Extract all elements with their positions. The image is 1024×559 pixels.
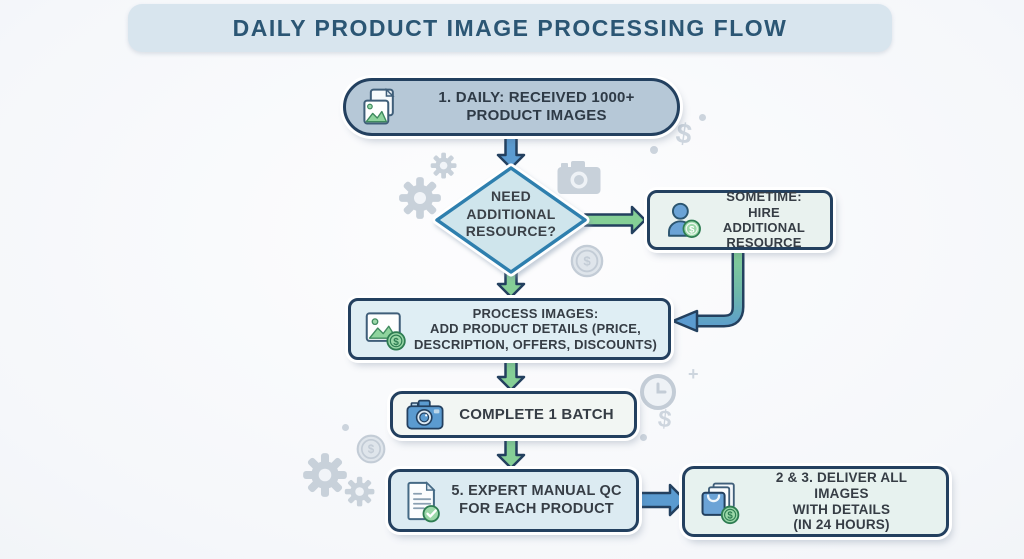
svg-text:$: $ [727, 510, 733, 521]
node-expert-qc: 5. EXPERT MANUAL QC FOR EACH PRODUCT [388, 469, 639, 532]
arrow-process-to-batch [496, 358, 526, 392]
arrow-batch-to-qc [496, 436, 526, 470]
node-text-line: (IN 24 HOURS) [793, 517, 890, 533]
person-dollar-icon: $ [662, 199, 704, 241]
clock-decoration-icon [638, 372, 678, 417]
arrow-decision-to-process [496, 266, 526, 299]
node-text-line: WITH DETAILS [792, 501, 891, 517]
svg-text:$: $ [393, 337, 399, 348]
node-text-line: 1. DAILY: RECEIVED 1000+ [438, 89, 635, 107]
connector-hire-to-process-fill [697, 250, 742, 325]
node-process-images: $ PROCESS IMAGES: ADD PRODUCT DETAILS (P… [348, 298, 671, 360]
dot-decoration [342, 424, 349, 431]
node-complete-batch: COMPLETE 1 BATCH [390, 391, 637, 438]
node-text-line: ADDITIONAL [466, 205, 556, 222]
title-bar: DAILY PRODUCT IMAGE PROCESSING FLOW [128, 4, 892, 52]
document-check-icon [403, 479, 443, 523]
arrow-decision-to-hire [583, 205, 647, 235]
node-text-line: 2 & 3. DELIVER ALL IMAGES [775, 469, 908, 501]
product-images-icon [358, 85, 402, 129]
plus-decoration: + [688, 364, 699, 384]
page-title: DAILY PRODUCT IMAGE PROCESSING FLOW [232, 14, 788, 41]
svg-text:$: $ [368, 443, 375, 456]
node-text-line: COMPLETE 1 BATCH [459, 405, 614, 423]
arrow-qc-to-deliver [637, 483, 687, 517]
camera-icon [405, 398, 445, 432]
image-dollar-icon: $ [363, 307, 409, 351]
node-text-line: HIRE ADDITIONAL [722, 204, 806, 235]
node-text-line: PROCESS IMAGES: [472, 306, 599, 321]
svg-text:$: $ [689, 225, 695, 236]
node-text-line: FOR EACH PRODUCT [459, 500, 614, 517]
node-received-images: 1. DAILY: RECEIVED 1000+ PRODUCT IMAGES [343, 78, 680, 136]
node-text-line: RESOURCE? [465, 223, 557, 239]
node-text-line: RESOURCE [726, 235, 802, 251]
node-deliver-images: $ 2 & 3. DELIVER ALL IMAGES WITH DETAILS… [682, 466, 949, 537]
node-text-line: DESCRIPTION, OFFERS, DISCOUNTS) [413, 336, 658, 352]
node-decision: NEED ADDITIONAL RESOURCE? [443, 188, 579, 241]
dot-decoration [640, 434, 647, 441]
node-text-line: ADD PRODUCT DETAILS (PRICE, [430, 321, 641, 337]
dot-decoration [699, 114, 706, 121]
dollar-decoration: $ [656, 405, 673, 434]
coin-decoration-icon: $ [356, 434, 386, 469]
coin-decoration-icon: $ [570, 244, 604, 283]
svg-text:$: $ [583, 254, 591, 269]
dot-decoration [650, 146, 658, 154]
arrowhead-into-process [671, 309, 699, 333]
arrow-received-to-decision [496, 134, 526, 170]
bag-dollar-icon: $ [697, 479, 743, 525]
node-text-line: SOMETIME: [726, 189, 802, 205]
node-text-line: NEED [490, 188, 532, 204]
node-text-line: 5. EXPERT MANUAL QC [451, 483, 622, 500]
gear-icon [300, 446, 384, 521]
node-text-line: PRODUCT IMAGES [466, 107, 607, 124]
node-hire-resource: $ SOMETIME: HIRE ADDITIONAL RESOURCE [647, 189, 833, 251]
connector-hire-to-process [697, 250, 745, 328]
